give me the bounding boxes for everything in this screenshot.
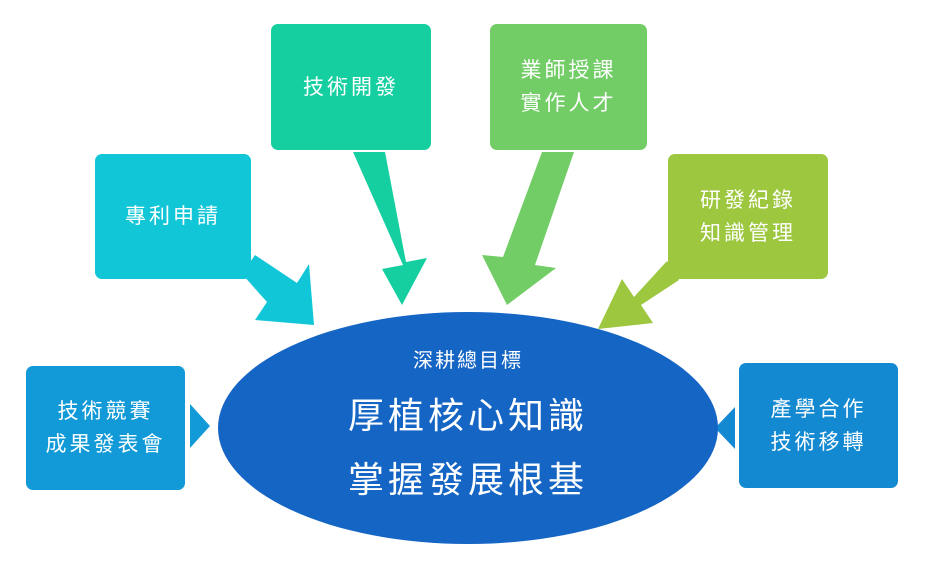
- node-label: 業師授課: [520, 58, 617, 83]
- node-tech-competition: 技術競賽 成果發表會: [26, 366, 185, 490]
- arrow-patent-to-center: [242, 255, 314, 325]
- node-industry-mentor-courses: 業師授課 實作人才: [490, 24, 647, 150]
- node-label: 專利申請: [125, 204, 221, 229]
- node-label: 研發紀錄: [700, 187, 796, 212]
- arrow-techdev-to-center: [353, 152, 427, 305]
- node-patent-application: 專利申請: [95, 154, 251, 279]
- node-industry-cooperation: 產學合作 技術移轉: [739, 363, 898, 488]
- arrow-contest-to-center: [190, 404, 210, 448]
- node-technology-development: 技術開發: [271, 24, 431, 150]
- core-goal-line-1: 厚植核心知識: [347, 396, 588, 437]
- arrow-mentor-to-center: [482, 152, 574, 305]
- arrow-industry-to-center: [715, 407, 735, 449]
- node-label: 技術競賽: [57, 399, 154, 424]
- core-goal-line-2: 掌握發展根基: [347, 460, 588, 501]
- node-label: 實作人才: [520, 91, 617, 115]
- node-rnd-records: 研發紀錄 知識管理: [668, 154, 828, 279]
- arrow-rnd-to-center: [598, 261, 679, 329]
- core-goal-caption: 深耕總目標: [413, 348, 523, 372]
- node-label: 技術開發: [303, 74, 399, 99]
- node-label: 成果發表會: [45, 432, 166, 456]
- node-label: 知識管理: [700, 220, 796, 245]
- core-goal-ellipse: [218, 312, 718, 544]
- node-label: 產學合作: [770, 396, 867, 421]
- node-label: 技術移轉: [770, 429, 867, 454]
